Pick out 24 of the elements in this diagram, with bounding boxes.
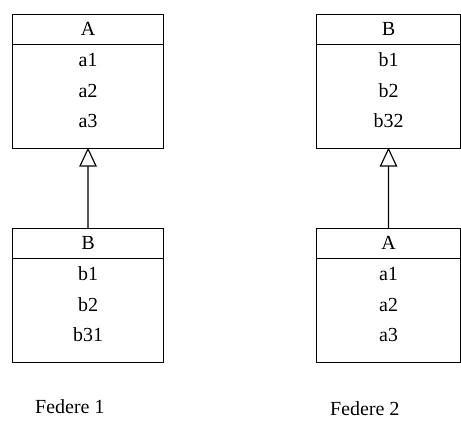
attribute-text: a2 <box>78 80 98 102</box>
attribute-text: a3 <box>78 110 98 132</box>
class-name: B <box>382 18 396 40</box>
attribute-text: b32 <box>374 110 404 132</box>
inheritance-arrow <box>380 148 398 228</box>
class-box <box>12 228 164 363</box>
class-box <box>316 228 461 363</box>
attribute-text: b31 <box>73 324 103 346</box>
attribute-text: b2 <box>378 80 398 102</box>
attribute-text: b2 <box>78 294 98 316</box>
attribute-text: b1 <box>78 263 98 285</box>
attribute-text: a1 <box>379 263 398 285</box>
attribute-text: a2 <box>379 294 398 316</box>
class-box <box>12 14 164 149</box>
attribute-text: a3 <box>379 324 398 346</box>
class-name: A <box>381 232 396 254</box>
attribute-text: b1 <box>378 49 398 71</box>
diagram-label: Federe 2 <box>330 398 400 421</box>
inheritance-arrow <box>79 148 97 228</box>
class-name: A <box>80 18 96 40</box>
attribute-text: a1 <box>78 49 98 71</box>
diagram-label: Federe 1 <box>35 396 104 419</box>
class-box <box>316 14 461 149</box>
class-name: B <box>81 232 95 254</box>
